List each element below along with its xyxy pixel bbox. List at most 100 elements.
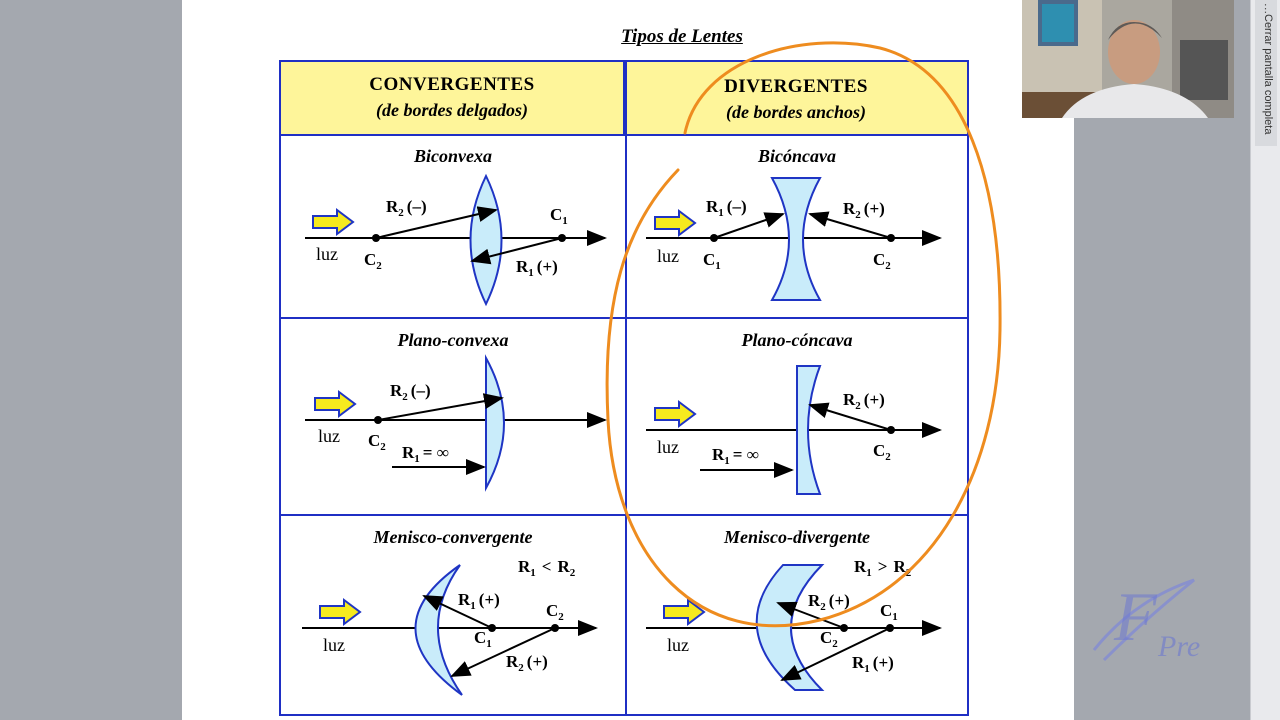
label-r1-sign: (+) xyxy=(873,653,894,672)
svg-text:C2: C2 xyxy=(873,250,891,272)
arrow-right-icon xyxy=(319,599,361,625)
diagram-plano-concava: luz C2 R2(+) R1= ∞ xyxy=(646,365,942,495)
label-r: R xyxy=(402,443,415,462)
label-light: luz xyxy=(323,635,345,655)
header-divergentes: DIVERGENTES (de bordes anchos) xyxy=(625,62,967,136)
label-sub: 1 xyxy=(718,207,724,219)
label-r: R xyxy=(852,653,865,672)
label-sub: 1 xyxy=(486,638,492,650)
label-sub: 2 xyxy=(885,260,891,272)
svg-text:R1(+): R1(+) xyxy=(458,590,500,612)
label-c: C xyxy=(873,250,885,269)
side-panel xyxy=(1250,0,1280,720)
svg-text:C2: C2 xyxy=(873,441,891,463)
svg-text:R2(+): R2(+) xyxy=(506,652,548,674)
label-r: R xyxy=(506,652,519,671)
diagram-menisco-convergente: luz C1 C2 R1(+) R2(+) R1<R2 xyxy=(302,557,598,696)
cell-title-biconcava: Bicóncava xyxy=(758,146,836,166)
label-sub: 1 xyxy=(715,260,721,272)
label-light: luz xyxy=(667,635,689,655)
diagram-menisco-divergente: luz C2 C1 R2(+) R1(+) R1>R2 xyxy=(646,557,942,691)
label-r2-sign: (+) xyxy=(527,652,548,671)
header-convergentes: CONVERGENTES (de bordes delgados) xyxy=(281,62,625,136)
svg-text:R2(+): R2(+) xyxy=(843,390,885,412)
label-c: C xyxy=(873,441,885,460)
label-r2-sign: (+) xyxy=(864,199,885,218)
cell-title-plano-convexa: Plano-convexa xyxy=(397,330,509,350)
label-sub: 2 xyxy=(376,260,382,272)
svg-text:C1: C1 xyxy=(703,250,721,272)
label-sub: 1 xyxy=(562,215,568,227)
label-sub: 2 xyxy=(518,662,524,674)
label-r1-sign: (+) xyxy=(537,257,558,276)
label-light: luz xyxy=(318,426,340,446)
label-c: C xyxy=(364,250,376,269)
annotation-ellipse xyxy=(605,41,1002,628)
svg-text:R1(+): R1(+) xyxy=(852,653,894,675)
label-r: R xyxy=(386,197,399,216)
label-r: R xyxy=(390,381,403,400)
exit-fullscreen-button[interactable]: Cerrar pantalla completa xyxy=(1262,14,1274,135)
label-sub: 2 xyxy=(820,601,826,613)
label-r: R xyxy=(854,557,867,576)
label-r2-sign: (+) xyxy=(864,390,885,409)
diagram-biconvexa: luz C2 C1 R2(–) R1(+) xyxy=(305,173,607,307)
cell-title-biconvexa: Biconvexa xyxy=(414,146,492,166)
label-r2-sign: (–) xyxy=(407,197,427,216)
header-convergentes-subtitle: (de bordes delgados) xyxy=(376,100,528,120)
label-sub: 1 xyxy=(530,567,536,579)
lens-types-table: CONVERGENTES (de bordes delgados) DIVERG… xyxy=(279,60,969,716)
right-gutter xyxy=(1074,0,1250,720)
label-r: R xyxy=(712,445,725,464)
svg-text:R1= ∞: R1= ∞ xyxy=(402,443,449,465)
label-sub: 2 xyxy=(402,391,408,403)
cell-title-menisco-divergente: Menisco-divergente xyxy=(724,527,870,547)
label-sub: 2 xyxy=(855,400,861,412)
svg-text:C1: C1 xyxy=(474,628,492,650)
label-light: luz xyxy=(316,244,338,264)
svg-text:C2: C2 xyxy=(546,601,564,623)
svg-text:R2(–): R2(–) xyxy=(390,381,431,403)
table-divider-row1 xyxy=(281,317,967,319)
label-r: R xyxy=(516,257,529,276)
svg-text:R1<R2: R1<R2 xyxy=(518,557,576,579)
svg-text:R1(–): R1(–) xyxy=(706,197,747,219)
label-sub: 1 xyxy=(528,267,534,279)
label-r: R xyxy=(518,557,531,576)
diagram-biconcava: luz C1 C2 R1(–) R2(+) xyxy=(646,177,942,301)
arrow-right-icon xyxy=(654,401,696,427)
header-divergentes-subtitle: (de bordes anchos) xyxy=(726,102,866,122)
label-r1-infinity: = ∞ xyxy=(423,443,449,462)
scrollbar-thumb[interactable] xyxy=(1255,0,1277,146)
header-divergentes-title: DIVERGENTES xyxy=(724,76,868,97)
label-r: R xyxy=(458,590,471,609)
label-relation: > xyxy=(878,557,888,576)
label-sub: 1 xyxy=(724,455,730,467)
label-sub: 1 xyxy=(866,567,872,579)
label-c: C xyxy=(368,431,380,450)
label-relation: < xyxy=(542,557,552,576)
label-sub: 2 xyxy=(832,638,838,650)
svg-text:C1: C1 xyxy=(550,205,568,227)
label-sub: 1 xyxy=(864,663,870,675)
label-r: R xyxy=(843,199,856,218)
label-c: C xyxy=(546,601,558,620)
label-r1-sign: (+) xyxy=(479,590,500,609)
label-sub: 1 xyxy=(470,600,476,612)
arrow-right-icon xyxy=(654,210,696,236)
label-r: R xyxy=(557,557,570,576)
logo-letter: F xyxy=(1113,579,1158,656)
document-title: Tipos de Lentes xyxy=(621,26,743,47)
arrow-right-icon xyxy=(312,209,354,235)
label-r: R xyxy=(893,557,906,576)
label-c: C xyxy=(703,250,715,269)
label-light: luz xyxy=(657,437,679,457)
label-sub: 2 xyxy=(570,567,576,579)
left-gutter xyxy=(0,0,182,720)
webcam-video-overlay[interactable] xyxy=(1022,0,1234,118)
svg-text:R2(–): R2(–) xyxy=(386,197,427,219)
table-divider-vertical xyxy=(625,62,627,714)
menu-dots-icon[interactable]: ⋮ xyxy=(1260,2,1271,15)
label-sub: 2 xyxy=(855,209,861,221)
